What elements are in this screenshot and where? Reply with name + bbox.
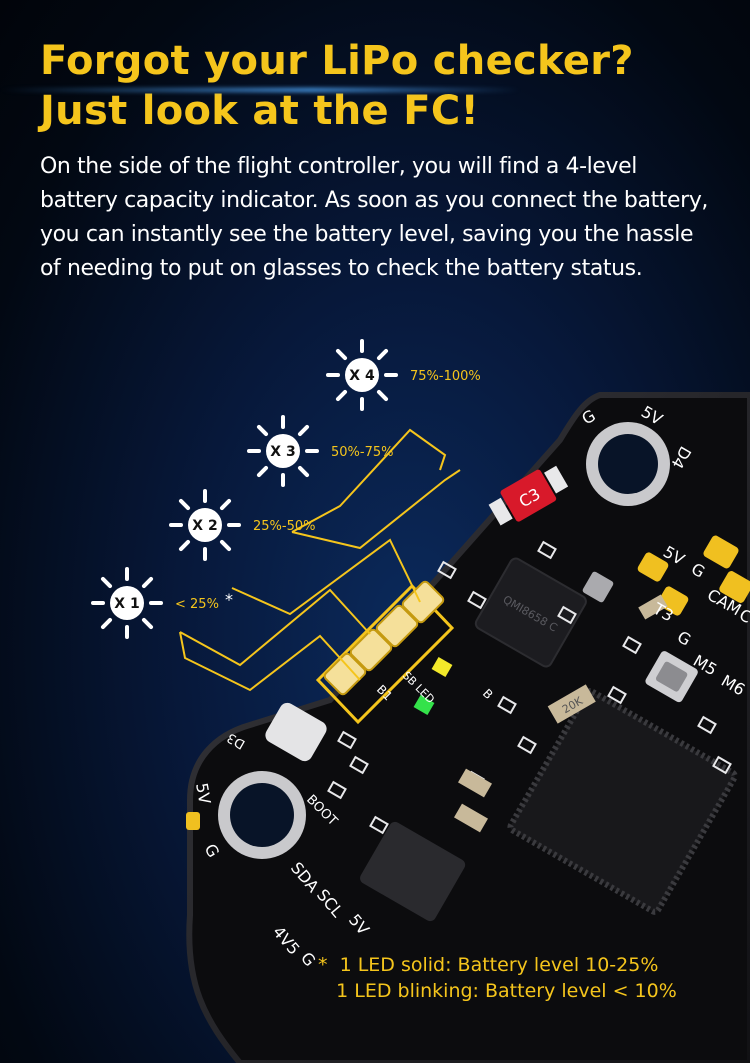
led-range-label: 25%-50% <box>253 519 315 534</box>
led-count-label: X 2 <box>192 518 217 534</box>
led-ray <box>297 465 310 478</box>
led-level-2: X 2 25%-50% <box>169 489 315 561</box>
boot-button <box>265 702 327 762</box>
led-count-label: X 4 <box>349 368 375 384</box>
led-connector-strip <box>315 580 455 725</box>
led-range-label: < 25% <box>175 597 219 612</box>
led-ray <box>256 424 269 437</box>
callout-x4 <box>291 428 447 533</box>
pcb-board <box>186 392 750 1063</box>
smd-parts <box>454 594 668 833</box>
led-ray <box>297 424 310 437</box>
led-bulb-icon <box>345 358 379 392</box>
led-ray <box>256 465 269 478</box>
callout-lines <box>179 428 461 692</box>
led-ray <box>178 498 191 511</box>
headline-line-2: Just look at the FC! <box>40 88 480 134</box>
led-level-1: X 1 < 25% * <box>91 567 233 639</box>
note-line-1: * 1 LED solid: Battery level 10-25% <box>318 954 659 976</box>
led-ray <box>335 348 348 361</box>
headline: Forgot your LiPo checker? Just look at t… <box>40 36 634 136</box>
callout-bracket <box>179 631 361 692</box>
led-range-label: 50%-75% <box>331 445 393 460</box>
led-ray <box>100 576 113 589</box>
barometer <box>645 651 698 703</box>
led-count-label: X 3 <box>270 444 295 460</box>
led-level-icons: X 1 < 25% * X 2 25%-50% X 3 50%-75% X 4 75%-100% <box>91 339 481 639</box>
led-footnote-marker: * <box>225 590 233 609</box>
callout-x1 <box>179 588 371 667</box>
led-bulb-icon <box>110 586 144 620</box>
note-line-2: 1 LED blinking: Battery level < 10% <box>318 980 677 1002</box>
led-ray <box>100 617 113 630</box>
headline-line-1: Forgot your LiPo checker? <box>40 38 634 84</box>
crystal <box>582 571 614 603</box>
description: On the side of the flight controller, yo… <box>40 154 709 281</box>
regulator-chip <box>360 821 466 922</box>
led-ray <box>376 348 389 361</box>
led-level-4: X 4 75%-100% <box>326 339 481 411</box>
callout-x3 <box>291 469 461 550</box>
c3-pad: C3 <box>488 465 569 526</box>
mounting-hole-left <box>218 771 306 859</box>
mounting-hole-top <box>586 422 670 506</box>
imu-chip: QMI8658 C <box>474 557 587 668</box>
led-ray <box>178 539 191 552</box>
led-ray <box>335 389 348 402</box>
led-ray <box>376 389 389 402</box>
led-ray <box>141 576 154 589</box>
gold-pads <box>186 535 750 830</box>
led-range-label: 75%-100% <box>410 369 481 384</box>
led-ray <box>219 498 232 511</box>
led-count-label: X 1 <box>114 596 139 612</box>
led-level-3: X 3 50%-75% <box>247 415 393 487</box>
led-bulb-icon <box>188 508 222 542</box>
led-note: * 1 LED solid: Battery level 10-25% 1 LE… <box>318 952 677 1004</box>
headline-glow <box>0 88 520 92</box>
led-ray <box>141 617 154 630</box>
mcu-chip <box>507 688 738 915</box>
status-leds <box>413 656 453 716</box>
resistor-20k: 20K <box>547 684 596 724</box>
callout-x2 <box>231 538 421 616</box>
label-5v-left: 5V <box>192 781 214 805</box>
led-bulb-icon <box>266 434 300 468</box>
led-ray <box>219 539 232 552</box>
